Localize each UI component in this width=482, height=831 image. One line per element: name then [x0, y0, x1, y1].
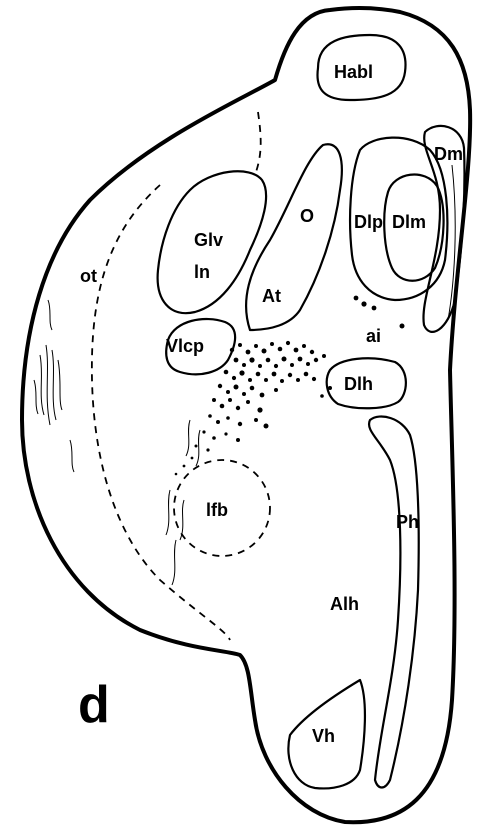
label-dlh: Dlh — [344, 374, 373, 394]
o-nucleus-outline — [246, 144, 342, 330]
label-o: O — [300, 206, 314, 226]
label-ph: Ph — [396, 512, 419, 532]
label-vlcp: Vlcp — [166, 336, 204, 356]
fiber-hatching-left — [34, 300, 74, 472]
fiber-hatching-lfb — [166, 420, 200, 585]
label-alh: Alh — [330, 594, 359, 614]
dashed-boundary-upper — [255, 112, 261, 175]
panel-letter: d — [78, 676, 110, 734]
label-dlp: Dlp — [354, 212, 383, 232]
label-lfb: lfb — [206, 500, 228, 520]
label-vh: Vh — [312, 726, 335, 746]
label-at: At — [262, 286, 281, 306]
label-ln: ln — [194, 262, 210, 282]
label-habl: Habl — [334, 62, 373, 82]
label-ot: ot — [80, 266, 97, 286]
ph-nucleus-outline — [369, 416, 419, 787]
label-dlm: Dlm — [392, 212, 426, 232]
label-ai: ai — [366, 326, 381, 346]
label-glv: Glv — [194, 230, 223, 250]
label-dm: Dm — [434, 144, 463, 164]
